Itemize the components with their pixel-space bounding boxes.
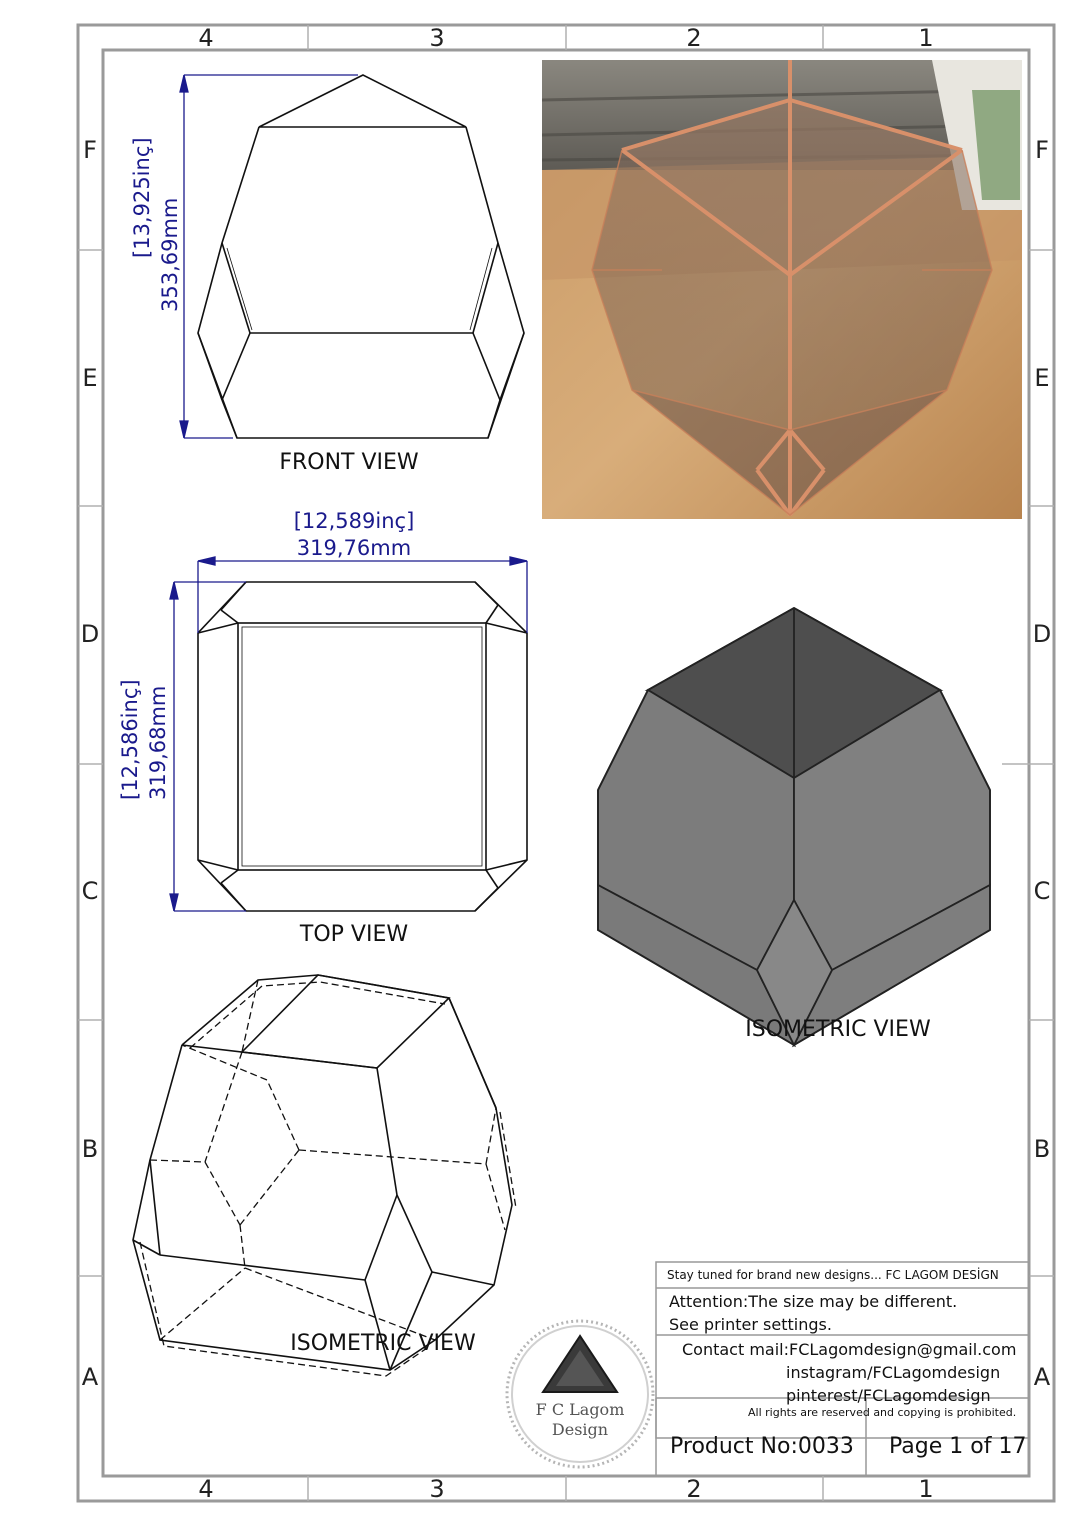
isometric-shaded-drawing (597, 606, 991, 1048)
zone-col-1-bottom: 1 (918, 1475, 934, 1503)
isometric-wireframe-hidden-lines (139, 979, 517, 1377)
zone-col-1-top: 1 (918, 24, 934, 52)
attention-line-2: See printer settings. (669, 1315, 832, 1334)
instagram-handle: instagram/FCLagomdesign (786, 1363, 1001, 1382)
pinterest-handle: pinterest/FCLagomdesign (786, 1386, 991, 1405)
zone-ticks (78, 25, 1054, 1501)
zone-row-a-right: A (1033, 1363, 1051, 1391)
zone-col-3-top: 3 (429, 24, 445, 52)
zone-col-4-bottom: 4 (198, 1475, 214, 1503)
top-view-label: TOP VIEW (299, 922, 409, 947)
isometric-shaded-label: ISOMETRIC VIEW (745, 1017, 931, 1042)
tagline: Stay tuned for brand new designs... FC L… (667, 1268, 999, 1282)
front-view-drawing (197, 74, 525, 439)
logo-text-line2: Design (551, 1420, 609, 1439)
top-width-mm: 319,76mm (296, 536, 412, 560)
zone-row-c-left: C (81, 877, 99, 905)
top-view-dimension-lines (169, 556, 528, 912)
zone-row-b-left: B (81, 1135, 99, 1163)
zone-row-c-right: C (1033, 877, 1051, 905)
front-view-dimension-line (179, 74, 358, 439)
zone-col-2-bottom: 2 (686, 1475, 702, 1503)
copyright-note: All rights are reserved and copying is p… (748, 1406, 1017, 1419)
zone-row-d-left: D (80, 620, 100, 648)
isometric-wireframe-drawing (132, 974, 513, 1371)
product-photo (542, 60, 1022, 519)
zone-row-f-right: F (1035, 136, 1049, 164)
product-photo-render (542, 60, 1022, 519)
product-number: Product No:0033 (670, 1434, 854, 1459)
top-view-drawing (197, 581, 528, 912)
top-width-inch: [12,589inç] (293, 509, 415, 533)
zone-row-e-left: E (82, 364, 98, 392)
zone-row-a-left: A (81, 1363, 99, 1391)
zone-col-4-top: 4 (198, 24, 214, 52)
zone-row-b-right: B (1033, 1135, 1051, 1163)
logo-text-line1: F C Lagom (535, 1400, 625, 1419)
top-height-inch: [12,586inç] (118, 679, 142, 800)
front-height-mm: 353,69mm (158, 197, 182, 312)
attention-line-1: Attention:The size may be different. (669, 1292, 958, 1311)
top-height-mm: 319,68mm (146, 685, 170, 800)
zone-col-3-bottom: 3 (429, 1475, 445, 1503)
zone-row-d-right: D (1032, 620, 1052, 648)
contact-email: Contact mail:FCLagomdesign@gmail.com (682, 1340, 1017, 1359)
zone-col-2-top: 2 (686, 24, 702, 52)
logo-mark (505, 1319, 655, 1469)
zone-row-f-left: F (83, 136, 97, 164)
isometric-wireframe-label: ISOMETRIC VIEW (290, 1331, 476, 1356)
zone-row-e-right: E (1034, 364, 1050, 392)
page-number: Page 1 of 17 (889, 1434, 1027, 1459)
title-block-frame (655, 1261, 1030, 1476)
front-height-inch: [13,925inç] (130, 137, 154, 258)
front-view-label: FRONT VIEW (279, 450, 419, 475)
